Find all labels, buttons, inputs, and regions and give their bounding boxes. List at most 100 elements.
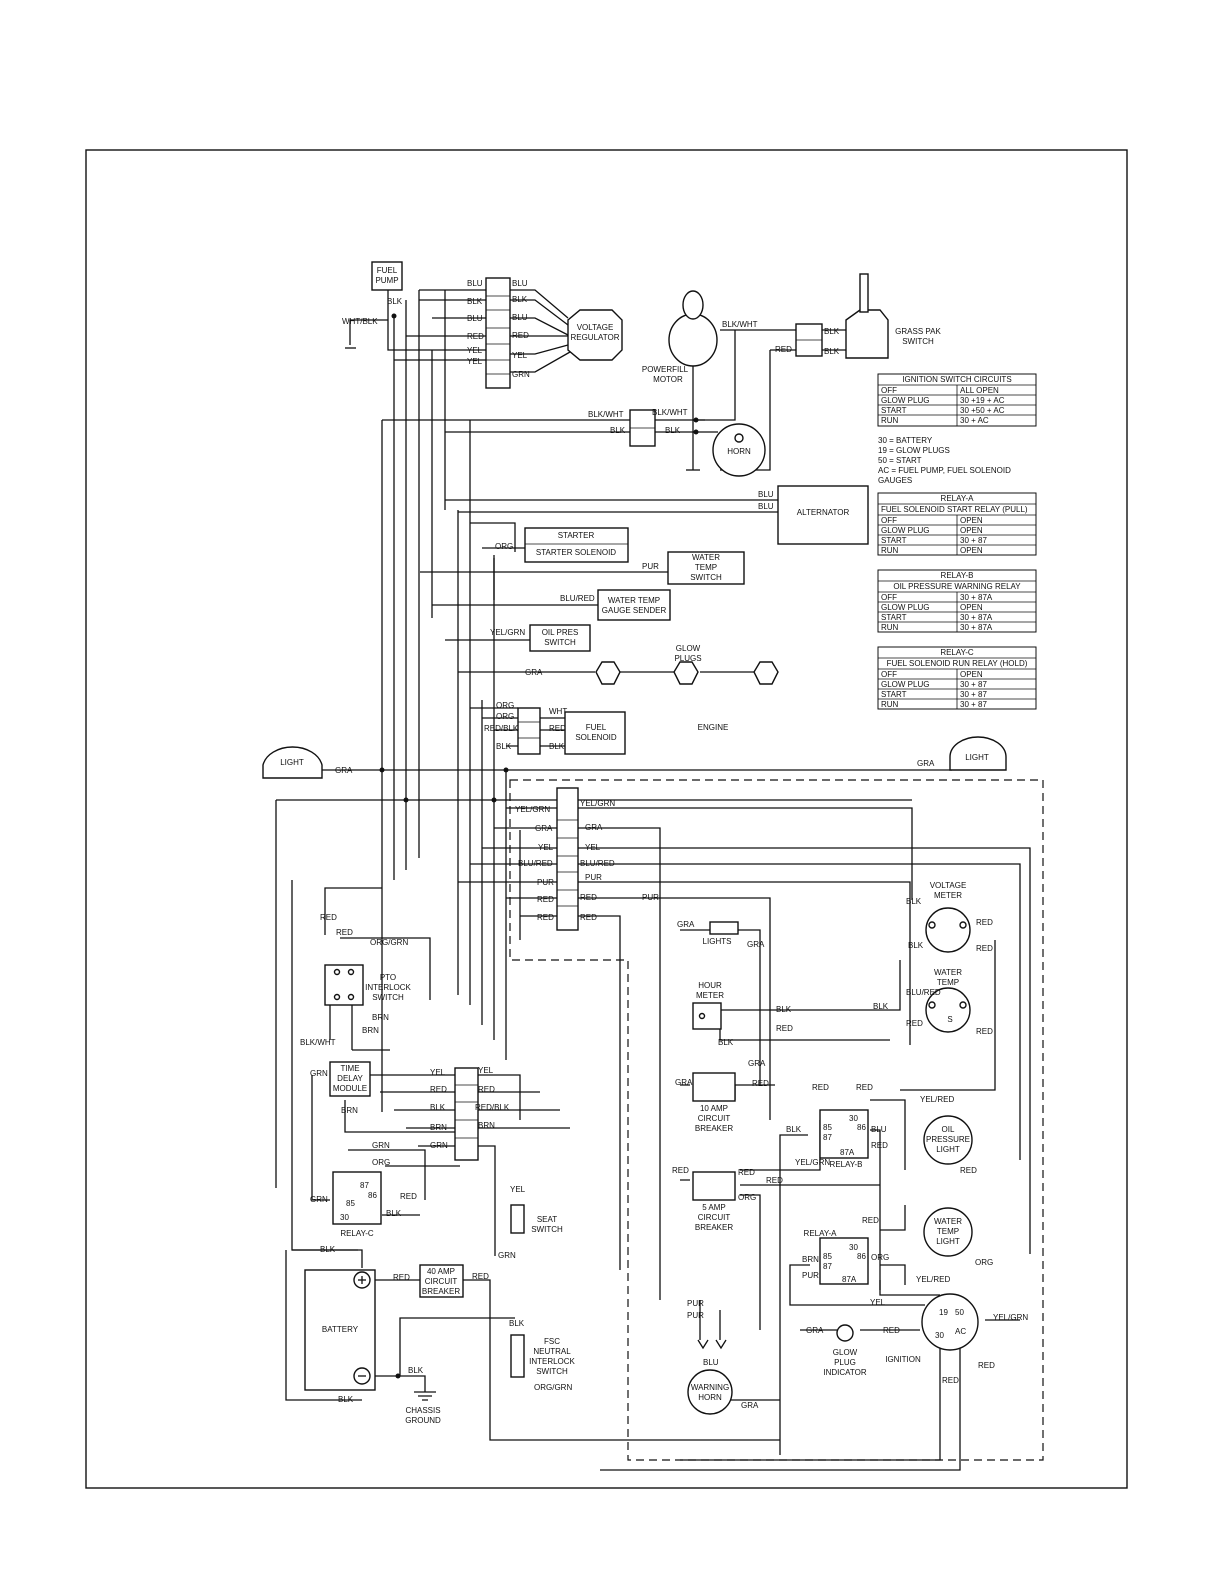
wire-label: GRA [335,766,353,775]
svg-text:OPEN: OPEN [960,546,983,555]
svg-text:30 +50 + AC: 30 +50 + AC [960,406,1005,415]
wire-label: PUR [687,1299,704,1308]
wire-label: GRA [917,759,935,768]
wire-label: GRA [585,823,603,832]
wire-label: BLU [512,313,528,322]
wire-label: RED [537,913,554,922]
svg-text:OFF: OFF [881,516,897,525]
powerfill-label-2: MOTOR [653,375,683,384]
horn-label: HORN [727,447,751,456]
wire-label: BLK [320,1245,336,1254]
wire-label: RED [478,1085,495,1094]
oil-pres-switch-label-1: OIL PRES [542,628,579,637]
wire-label: YEL [467,346,483,355]
wire-label: PUR [642,562,659,571]
relay-a-table: RELAY-A FUEL SOLENOID START RELAY (PULL)… [877,492,1037,556]
ra-t87a: 87A [842,1275,857,1284]
water-temp-switch [667,551,745,585]
wire-label: RED [580,913,597,922]
wire-label: YEL [430,1068,446,1077]
time-delay-label-2: DELAY [337,1074,363,1083]
terminal-legend: 30 = BATTERY 19 = GLOW PLUGS 50 = START … [878,436,1011,485]
relay-a-label: RELAY-A [804,1229,838,1238]
oil-pres-switch [529,624,591,652]
svg-text:30 + 87: 30 + 87 [960,690,987,699]
fsc-switch [510,1334,525,1378]
water-light-label-2: TEMP [937,1227,959,1236]
wire-label: RED [856,1083,873,1092]
glow-plugs-label-1: GLOW [676,644,701,653]
wire-label: GRA [748,1059,766,1068]
ign-t19: 19 [939,1308,948,1317]
glow-ind-label-1: GLOW [833,1348,858,1357]
light-left [262,746,323,779]
wire-label: RED [393,1273,410,1282]
svg-text:30 + AC: 30 + AC [960,416,989,425]
svg-text:RUN: RUN [881,416,899,425]
rb-t86: 86 [857,1123,866,1132]
wire-label: RED [776,1024,793,1033]
fuel-solenoid-label-2: SOLENOID [575,733,617,742]
fuel-pump-label-2: PUMP [375,276,398,285]
svg-text:GLOW PLUG: GLOW PLUG [881,396,929,405]
wire-label: BLK/WHT [722,320,758,329]
breaker-40-label-3: BREAKER [422,1287,460,1296]
water-temp-gauge [925,987,971,1033]
svg-text:30 + 87A: 30 + 87A [960,593,993,602]
voltage-meter-label-2: METER [934,891,962,900]
glow-plug-2 [673,661,699,685]
wire-label: RED [906,1019,923,1028]
wire-label: GRA [525,668,543,677]
svg-text:30 + 87: 30 + 87 [960,700,987,709]
svg-text:FUEL SOLENOID RUN RELAY (HOLD): FUEL SOLENOID RUN RELAY (HOLD) [887,659,1028,668]
relay-c-table: RELAY-C FUEL SOLENOID RUN RELAY (HOLD) O… [877,646,1037,710]
breaker-10-label-3: BREAKER [695,1124,733,1133]
wire-label: RED [537,895,554,904]
rb-t87: 87 [823,1133,832,1142]
powerfill-label-1: POWERFILL [642,365,689,374]
svg-text:START: START [881,690,907,699]
wire-label: BLK [908,941,924,950]
grass-pak-switch [845,309,889,359]
wire-label: WHT [549,707,567,716]
wire-label: RED [430,1085,447,1094]
wires [275,282,1031,1471]
svg-text:RUN: RUN [881,623,899,632]
water-temp-sender-label-1: WATER TEMP [608,596,660,605]
powerfill-motor [668,313,718,367]
wire-label: BLU/RED [906,988,941,997]
wire-label: RED [883,1326,900,1335]
wire-label: YEL [512,351,528,360]
wire-label: BLK [873,1002,889,1011]
wire-label: ORG [495,542,513,551]
breaker-40amp [419,1264,464,1298]
wire-label: BLK [776,1005,792,1014]
wire-label: RED [580,893,597,902]
svg-text:OFF: OFF [881,386,897,395]
rb-t87a: 87A [840,1148,855,1157]
wire-label: YEL/GRN [490,628,525,637]
ign-tac: AC [955,1327,966,1336]
lights-switch-label: LIGHTS [703,937,732,946]
glow-plug-indicator [836,1324,854,1342]
wire-label: RED [976,1027,993,1036]
voltage-meter [925,907,971,953]
relay-a [819,1237,869,1285]
wire-label: RED [400,1192,417,1201]
svg-text:30 = BATTERY: 30 = BATTERY [878,436,933,445]
fuel-solenoid [564,711,626,755]
fuel-pump-label-1: FUEL [377,266,398,275]
component-labels: FUEL PUMP VOLTAGE REGULATOR POWERFILL MO… [280,266,989,1425]
warning-horn [687,1369,733,1415]
hour-meter-label-1: HOUR [698,981,722,990]
wire-label: YEL [585,843,601,852]
table-title: IGNITION SWITCH CIRCUITS [902,375,1011,384]
wire-label: BLU [758,502,774,511]
wire-labels: BLU BLU BLK BLK BLU BLU RED RED YEL YEL … [300,279,1028,1410]
wire-label: GRN [430,1141,448,1150]
alternator-label: ALTERNATOR [797,508,850,517]
svg-text:OIL PRESSURE WARNING RELAY: OIL PRESSURE WARNING RELAY [893,582,1021,591]
chassis-ground-label-2: GROUND [405,1416,441,1425]
light-right [949,736,1007,771]
svg-text:OPEN: OPEN [960,516,983,525]
